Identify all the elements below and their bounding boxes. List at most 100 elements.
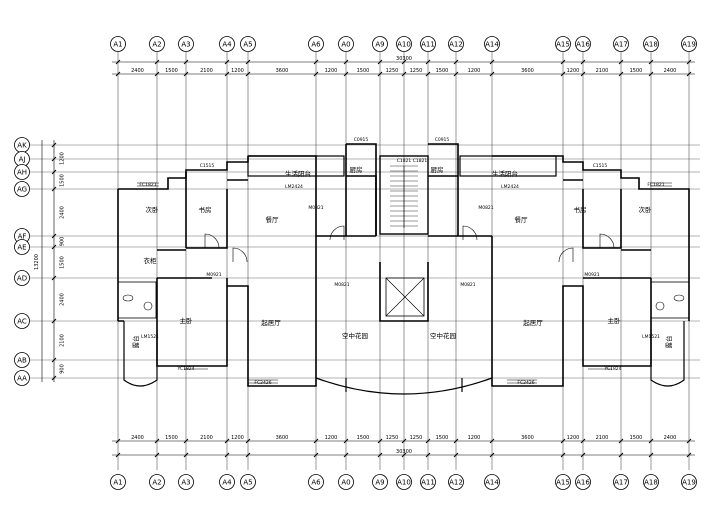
tick-mark (183, 59, 189, 65)
axis-grid-lines (30, 52, 700, 470)
tick-mark (245, 59, 251, 65)
tick-mark (648, 452, 654, 458)
tick-mark (453, 452, 459, 458)
bottom-dimension-text: 3600 (276, 435, 289, 441)
opening-tag: FC2426 (517, 380, 534, 386)
axis-bubble (484, 36, 500, 52)
axis-bubble-label: A3 (181, 40, 190, 48)
top-dimension-text: 2400 (131, 68, 144, 74)
tick-mark (313, 438, 319, 444)
inner-wall (157, 277, 228, 286)
tick-mark (686, 452, 692, 458)
bottom-dimension-text: 3600 (521, 435, 534, 441)
left-dimension-text: 1200 (60, 152, 66, 165)
bottom-dimension-text: 2400 (131, 435, 144, 441)
top-dimension-text: 1250 (410, 68, 423, 74)
inner-wall (227, 155, 317, 236)
axis-bubble-label: A14 (485, 40, 499, 48)
door-swing (329, 225, 345, 241)
tick-mark (648, 438, 654, 444)
axis-bubble (308, 474, 324, 490)
walls (117, 143, 690, 395)
axis-bubble-label: A15 (556, 40, 570, 48)
tick-mark (224, 438, 230, 444)
axis-bubble-label: A11 (421, 40, 435, 48)
tick-mark (51, 186, 57, 192)
opening-tag: LM2424 (285, 184, 303, 190)
axis-bubble-label: A6 (311, 478, 321, 486)
tick-mark (377, 438, 383, 444)
opening-tag: LM2424 (501, 184, 519, 190)
tick-mark (115, 438, 121, 444)
axis-bubble (681, 36, 697, 52)
axis-bubble-label: A19 (682, 478, 696, 486)
tick-mark (560, 71, 566, 77)
tick-mark (686, 438, 692, 444)
room-label: 露台 (131, 336, 140, 349)
axis-bubble-label: A4 (222, 478, 232, 486)
room-label: 生活阳台 (492, 169, 518, 178)
opening-tag: C1821 (397, 158, 412, 164)
top-dimension-text: 1200 (231, 68, 244, 74)
garden-wall (345, 378, 463, 392)
tick-mark (648, 71, 654, 77)
opening-tag: FC2426 (254, 380, 271, 386)
outer-wall (117, 156, 249, 278)
room-label: 书房 (199, 205, 212, 214)
opening-tag: C0915 (435, 137, 450, 143)
bottom-dimension-text: 1250 (410, 435, 423, 441)
door-swing (462, 225, 478, 241)
bathroom (117, 281, 157, 319)
tick-mark (453, 59, 459, 65)
tick-mark (224, 452, 230, 458)
opening-tag: M0821 (460, 282, 475, 288)
top-dimension-text: 2100 (200, 68, 213, 74)
room-label: 餐厅 (266, 215, 280, 224)
axis-bubble (338, 474, 354, 490)
opening-tag: C1515 (200, 163, 215, 169)
opening-tag: YC1824 (176, 366, 194, 372)
inner-wall (315, 235, 346, 378)
bottom-dimension-text: 1200 (231, 435, 244, 441)
tick-mark (560, 452, 566, 458)
opening-tag: M0821 (478, 205, 493, 211)
top-dimension-text: 1200 (567, 68, 580, 74)
left-dimension-text: 2400 (60, 206, 66, 219)
left-dimension-text: 900 (60, 364, 66, 374)
opening-tag: M0921 (584, 272, 599, 278)
axis-bubble (178, 36, 194, 52)
axis-bubble (178, 474, 194, 490)
axis-bubble-label: A16 (576, 40, 590, 48)
kitchen-wall (428, 143, 459, 237)
bottom-dimension-text: 2100 (200, 435, 213, 441)
stair-core (379, 155, 429, 235)
kitchen-wall (346, 156, 377, 237)
sink-icon (122, 294, 134, 302)
axis-bubble (681, 474, 697, 490)
axis-bubble (14, 181, 30, 197)
tick-mark (401, 59, 407, 65)
tick-mark (51, 142, 57, 148)
axis-bubble-label: A18 (644, 40, 658, 48)
elevator-x (385, 277, 425, 317)
tick-mark (51, 318, 57, 324)
top-dimension-text: 1200 (468, 68, 481, 74)
balcony-wall (247, 155, 345, 177)
axis-bubble (149, 36, 165, 52)
bottom-dimension-text: 1200 (468, 435, 481, 441)
room-label: 起居厅 (523, 319, 543, 327)
room-label: 主卧 (180, 316, 194, 325)
tick-mark (154, 452, 160, 458)
tick-mark (560, 438, 566, 444)
top-dimension-text: 3600 (276, 68, 289, 74)
axis-bubble-label: AH (17, 168, 27, 176)
door-swing (204, 233, 220, 249)
tick-mark (51, 169, 57, 175)
tick-mark (425, 438, 431, 444)
tick-mark (453, 71, 459, 77)
left-overall-text: 13200 (34, 254, 40, 270)
top-dimension-text: 1500 (357, 68, 370, 74)
room-label: 衣柜 (144, 256, 158, 265)
top-dimension-text: 1500 (436, 68, 449, 74)
